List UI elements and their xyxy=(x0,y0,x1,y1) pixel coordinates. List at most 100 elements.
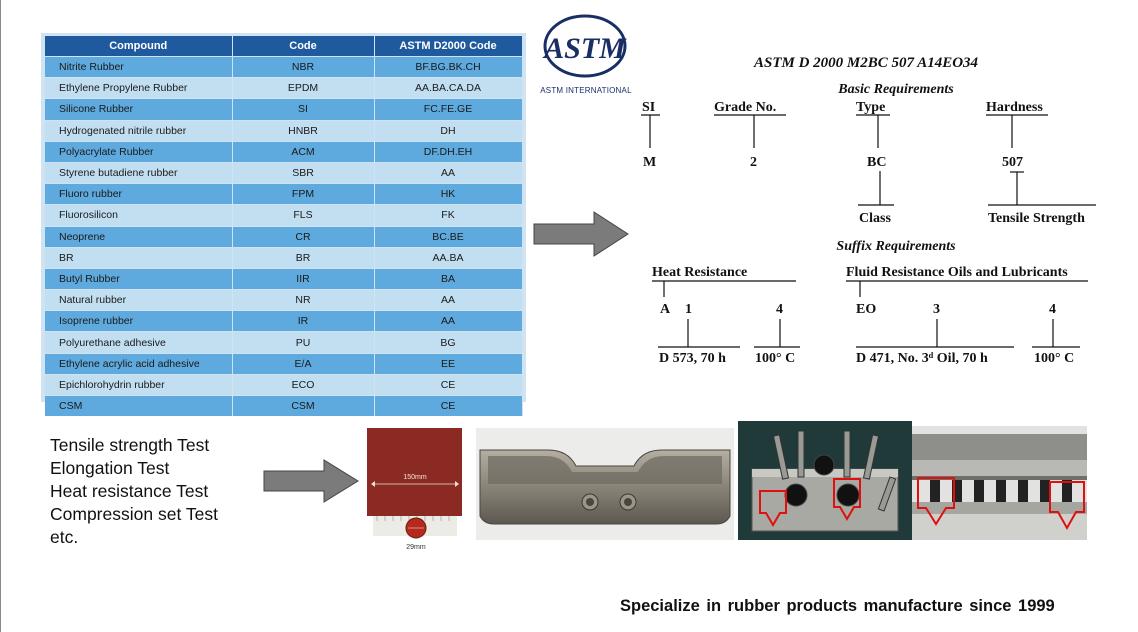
fluid-eo-value: EO xyxy=(856,302,876,317)
astm-code-cell: FK xyxy=(374,204,523,226)
code-cell: IR xyxy=(232,310,375,332)
tensile-strength-label: Tensile Strength xyxy=(988,211,1085,226)
disc-diameter-label: 29mm xyxy=(406,544,426,550)
company-slogan: Specialize in rubber products manufactur… xyxy=(620,597,1055,615)
grade-label: Grade No. xyxy=(714,100,776,115)
code-cell: BR xyxy=(232,246,375,269)
designation-title: ASTM D 2000 M2BC 507 A14EO34 xyxy=(753,55,979,71)
fluid-test-temperature: 100° C xyxy=(1034,351,1074,366)
heat-test-temperature: 100° C xyxy=(755,351,795,366)
compression-fixture-side-photo xyxy=(912,426,1087,540)
astm-code-cell: BA xyxy=(374,267,523,290)
code-cell: HNBR xyxy=(232,119,375,142)
astm-code-cell: DH xyxy=(374,119,523,142)
compound-table-panel: Compound Code ASTM D2000 Code Nitrite Ru… xyxy=(41,33,526,417)
compound-cell: Ethylene Propylene Rubber xyxy=(45,77,233,99)
heat-1-value: 1 xyxy=(685,302,692,317)
fluid-resistance-label: Fluid Resistance Oils and Lubricants xyxy=(846,265,1068,280)
type-label: Type xyxy=(856,100,885,115)
basic-requirements-heading: Basic Requirements xyxy=(837,82,954,97)
compound-cell: Isoprene rubber xyxy=(45,310,233,332)
astm-code-cell: DF.DH.EH xyxy=(374,140,523,163)
astm-code-cell: AA.BA xyxy=(374,246,523,269)
sheet-width-label: 150mm xyxy=(403,474,427,481)
compound-cell: Natural rubber xyxy=(45,289,233,311)
compound-cell: Hydrogenated nitrile rubber xyxy=(45,119,233,142)
astm-code-cell: EE xyxy=(374,352,523,375)
compound-cell: Silicone Rubber xyxy=(45,98,233,121)
fluid-test-method: D 471, No. 3ᵈ Oil, 70 h xyxy=(856,351,988,366)
compound-cell: BR xyxy=(45,246,233,269)
code-cell: ECO xyxy=(232,373,375,396)
hardness-value: 507 xyxy=(1002,155,1023,170)
column-header-code: Code xyxy=(232,36,375,57)
astm-code-cell: AA xyxy=(374,289,523,311)
code-cell: EPDM xyxy=(232,77,375,99)
compound-cell: Polyurethane adhesive xyxy=(45,331,233,354)
compound-cell: Styrene butadiene rubber xyxy=(45,161,233,184)
astm-logo: ASTM xyxy=(542,14,627,78)
astm-code-cell: AA.BA.CA.DA xyxy=(374,77,523,99)
compound-cell: Butyl Rubber xyxy=(45,267,233,290)
code-cell: PU xyxy=(232,331,375,354)
code-cell: CSM xyxy=(232,395,375,417)
rubber-sheet-sample-photo: 150mm 29mm xyxy=(367,428,462,550)
code-cell: NBR xyxy=(232,55,375,78)
heat-a-value: A xyxy=(660,302,671,317)
fluid-4-value: 4 xyxy=(1049,302,1056,317)
compound-cell: Ethylene acrylic acid adhesive xyxy=(45,352,233,375)
hardness-label: Hardness xyxy=(986,100,1043,115)
heat-4-value: 4 xyxy=(776,302,783,317)
code-cell: NR xyxy=(232,289,375,311)
list-item: Compression set Test xyxy=(50,504,218,524)
compound-cell: Epichlorohydrin rubber xyxy=(45,373,233,396)
astm-code-cell: BF.BG.BK.CH xyxy=(374,55,523,78)
column-header-astm-code: ASTM D2000 Code xyxy=(374,36,523,57)
column-header-compound: Compound xyxy=(45,36,233,57)
heat-test-method: D 573, 70 h xyxy=(659,351,726,366)
test-list: Tensile strength Test Elongation Test He… xyxy=(50,434,218,549)
astm-code-cell: BG xyxy=(374,331,523,354)
code-cell: SI xyxy=(232,98,375,121)
astm-code-cell: FC.FE.GE xyxy=(374,98,523,121)
compound-cell: CSM xyxy=(45,395,233,417)
right-arrow-icon xyxy=(263,459,359,503)
list-item: Elongation Test xyxy=(50,458,170,478)
astm-code-cell: AA xyxy=(374,310,523,332)
astm-code-cell: HK xyxy=(374,183,523,205)
code-cell: FLS xyxy=(232,204,375,226)
astm-code-cell: BC.BE xyxy=(374,225,523,248)
suffix-requirements-heading: Suffix Requirements xyxy=(836,239,956,254)
compound-cell: Polyacrylate Rubber xyxy=(45,140,233,163)
compound-cell: Neoprene xyxy=(45,225,233,248)
list-item: etc. xyxy=(50,527,79,547)
astm-logo-subtitle: ASTM INTERNATIONAL xyxy=(540,86,632,95)
astm-code-cell: AA xyxy=(374,161,523,184)
compound-code-table: Compound Code ASTM D2000 Code Nitrite Ru… xyxy=(45,36,523,417)
list-item: Tensile strength Test xyxy=(50,435,210,455)
compound-cell: Nitrite Rubber xyxy=(45,55,233,78)
astm-designation-diagram: ASTM D 2000 M2BC 507 A14EO34 Basic Requi… xyxy=(641,55,1096,366)
table-header-row: Compound Code ASTM D2000 Code xyxy=(45,36,523,57)
m-value: M xyxy=(643,155,656,170)
grade-value: 2 xyxy=(750,155,757,170)
heat-resistance-label: Heat Resistance xyxy=(652,265,747,280)
code-cell: ACM xyxy=(232,140,375,163)
astm-code-cell: CE xyxy=(374,395,523,417)
